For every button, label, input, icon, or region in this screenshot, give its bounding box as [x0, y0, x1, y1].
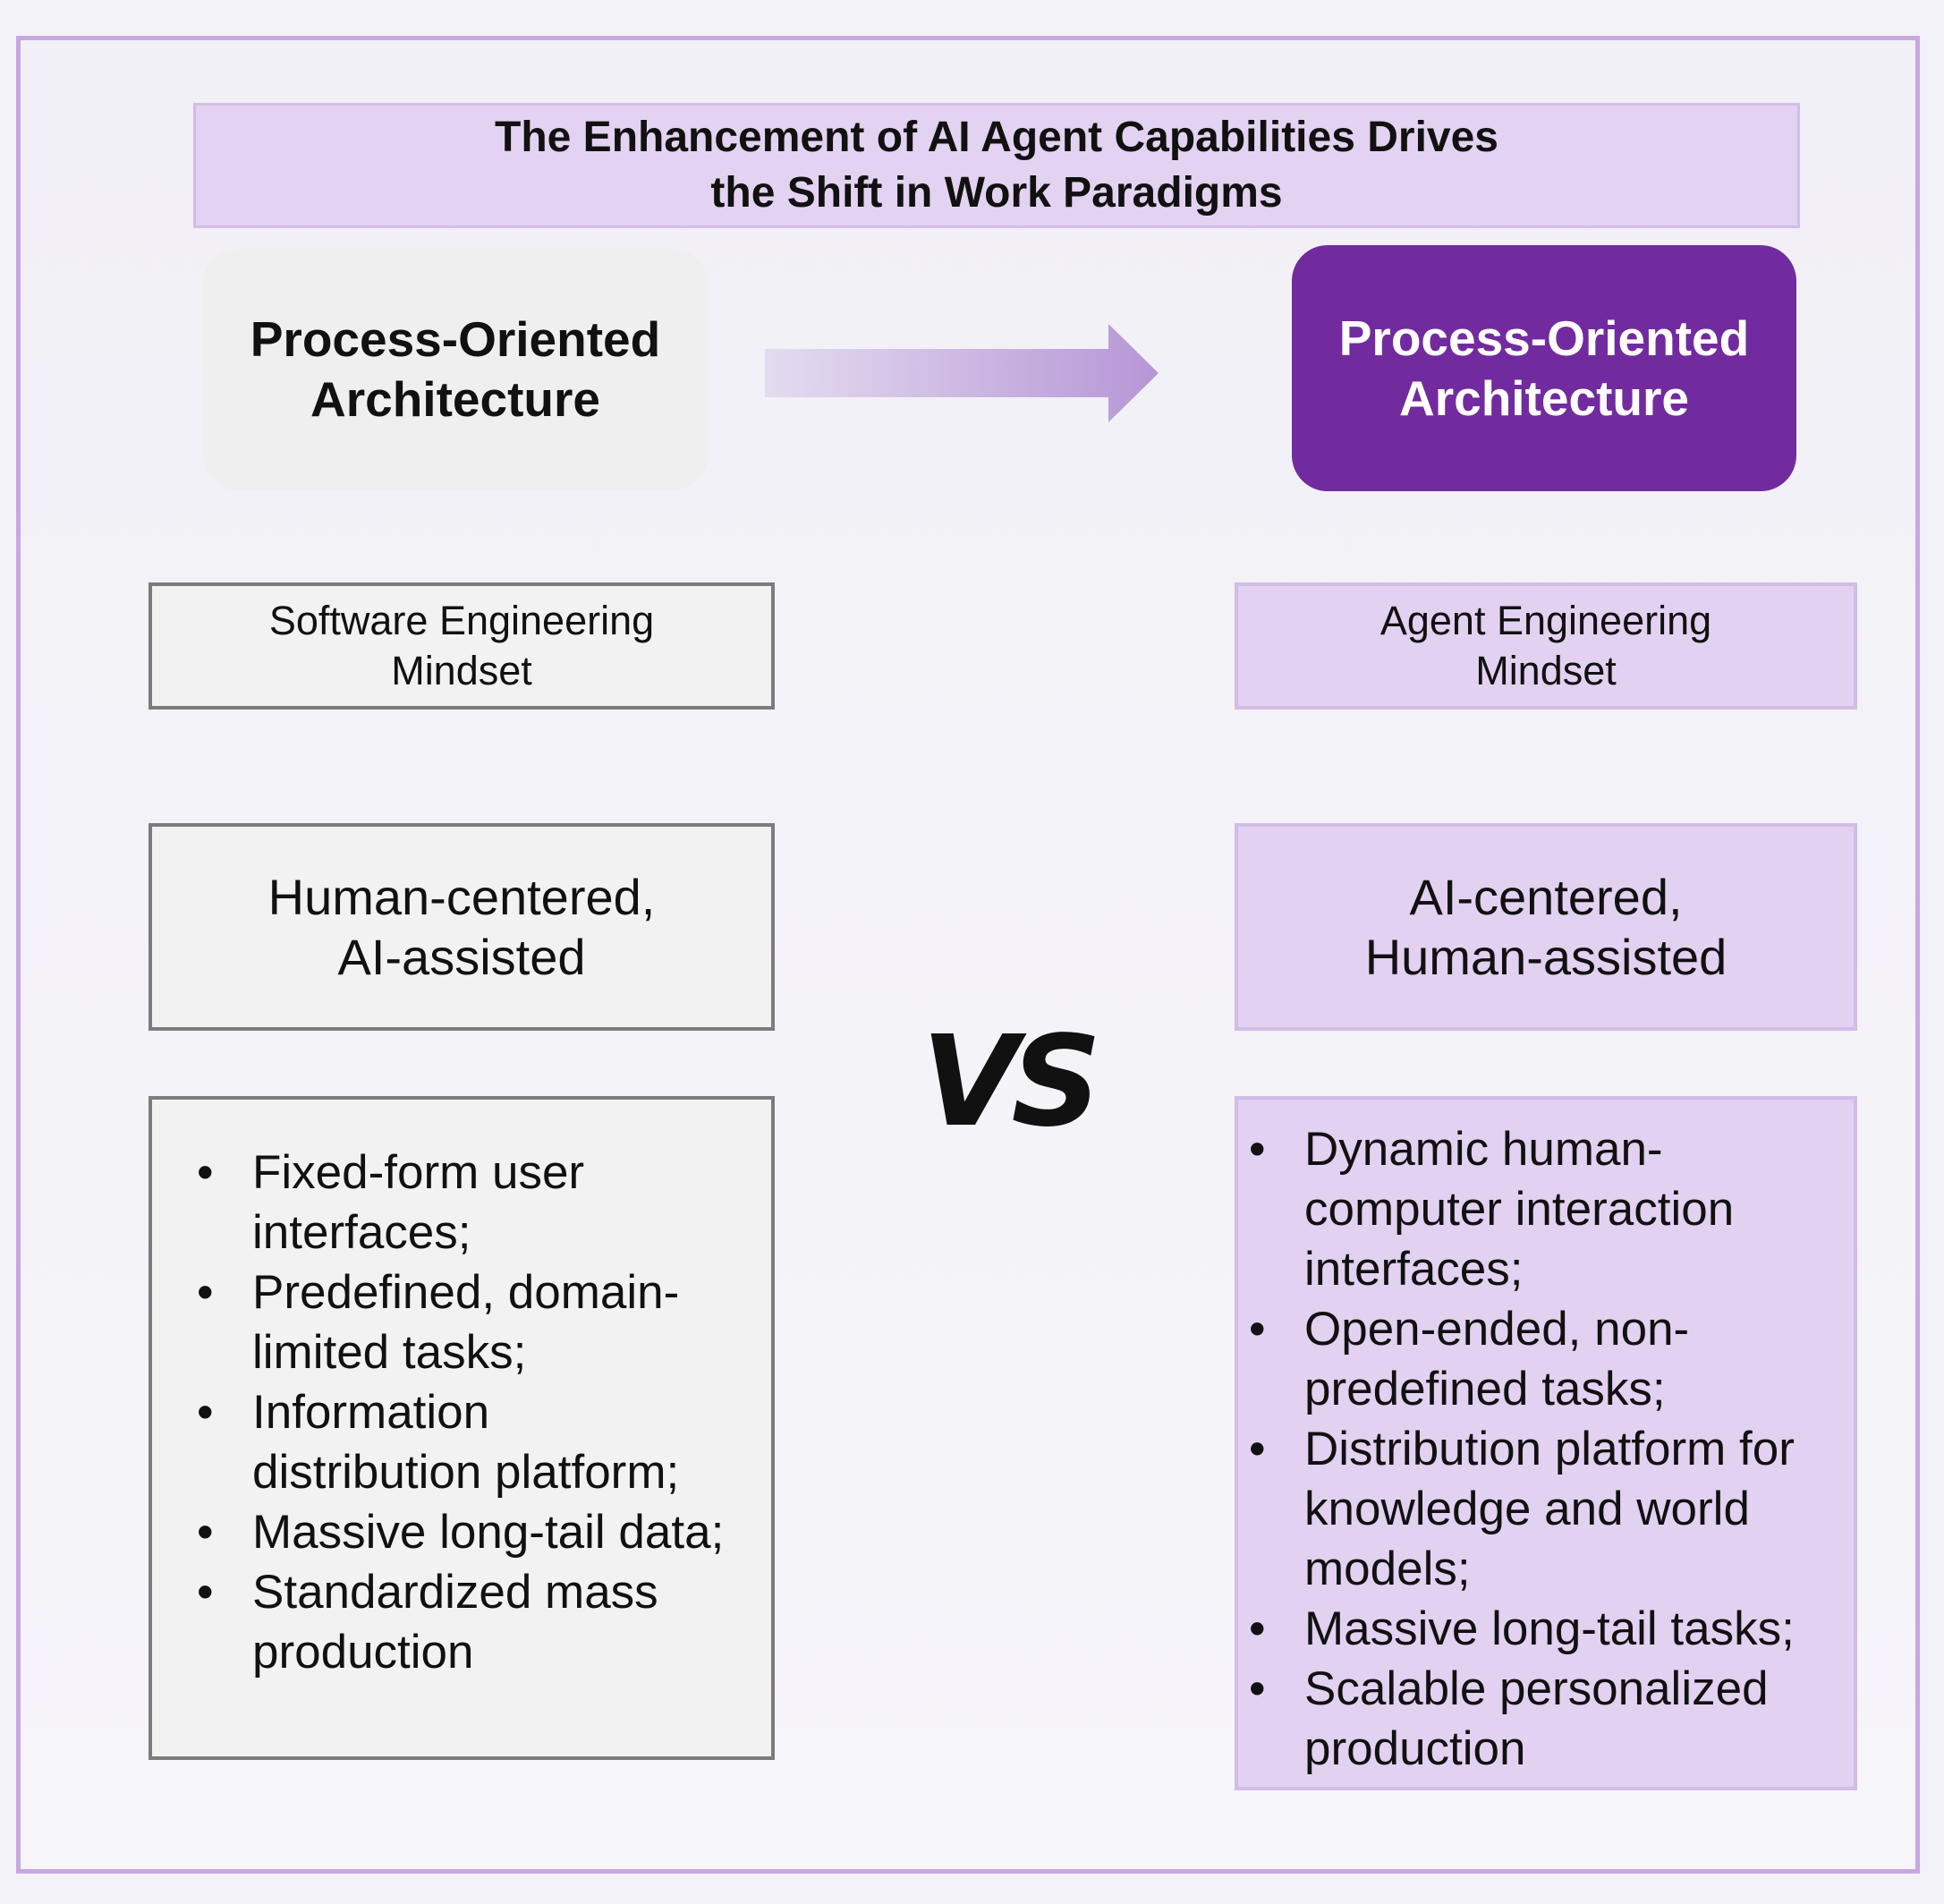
left-centered-box: Human-centered, AI-assisted	[149, 823, 775, 1031]
diagram-title: The Enhancement of AI Agent Capabilities…	[495, 114, 1498, 217]
left-mindset-label: Software Engineering Mindset	[268, 598, 655, 693]
right-mindset-label: Agent Engineering Mindset	[1379, 598, 1712, 693]
right-header-title: Process-Oriented Architecture	[1338, 310, 1750, 426]
transition-arrow-icon	[765, 324, 1159, 422]
list-item: Massive long-tail data;	[152, 1502, 725, 1562]
right-mindset-box: Agent Engineering Mindset	[1235, 582, 1857, 710]
list-item: Predefined, domain-limited tasks;	[152, 1262, 725, 1382]
list-item: Standardized mass production	[152, 1562, 725, 1682]
right-centered-label: AI-centered, Human-assisted	[1364, 869, 1728, 985]
right-features-list: Dynamic human-computer interaction inter…	[1204, 1119, 1821, 1779]
left-features-box: Fixed-form user interfaces; Predefined, …	[149, 1096, 775, 1760]
list-item: Scalable personalized production	[1204, 1659, 1821, 1779]
list-item: Dynamic human-computer interaction inter…	[1204, 1119, 1821, 1299]
list-item: Fixed-form user interfaces;	[152, 1143, 725, 1262]
list-item: Distribution platform for knowledge and …	[1204, 1419, 1821, 1599]
title-banner: The Enhancement of AI Agent Capabilities…	[193, 103, 1800, 228]
left-header-title: Process-Oriented Architecture	[250, 311, 661, 427]
left-header-card: Process-Oriented Architecture	[202, 249, 709, 490]
versus-label: VS	[921, 1009, 1101, 1155]
right-header-card: Process-Oriented Architecture	[1292, 245, 1796, 491]
right-features-box: Dynamic human-computer interaction inter…	[1235, 1096, 1857, 1790]
list-item: Open-ended, non-predefined tasks;	[1204, 1299, 1821, 1419]
right-centered-box: AI-centered, Human-assisted	[1235, 823, 1857, 1031]
left-features-list: Fixed-form user interfaces; Predefined, …	[152, 1143, 725, 1682]
left-mindset-box: Software Engineering Mindset	[149, 582, 775, 710]
left-centered-label: Human-centered, AI-assisted	[267, 869, 656, 985]
list-item: Information distribution platform;	[152, 1382, 725, 1502]
list-item: Massive long-tail tasks;	[1204, 1599, 1821, 1659]
